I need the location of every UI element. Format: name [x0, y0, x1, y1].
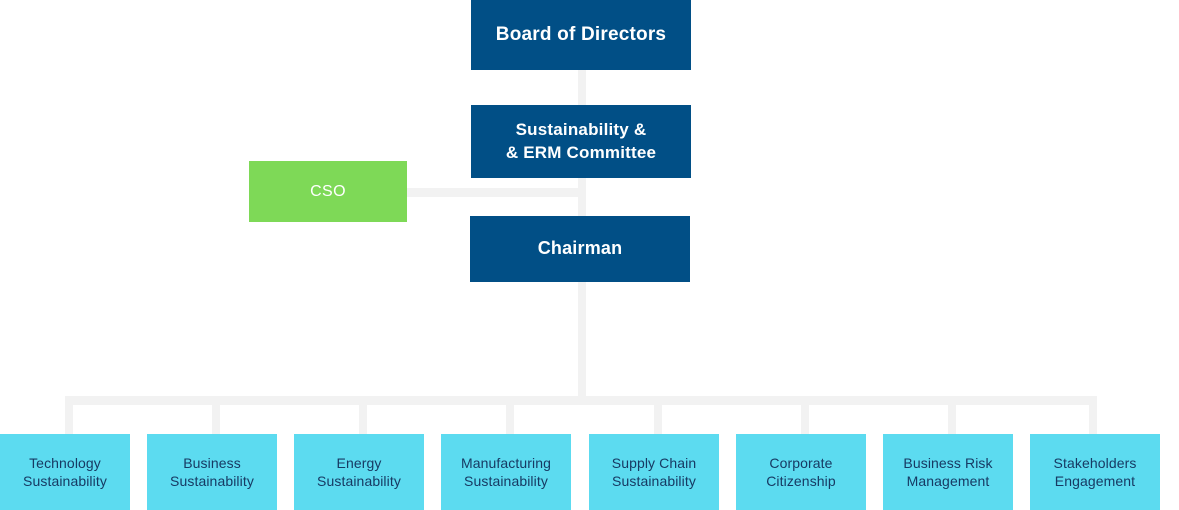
node-leaf-supply-chain-sustainability[interactable]: Supply Chain Sustainability: [589, 434, 719, 510]
node-chairman[interactable]: Chairman: [470, 216, 690, 282]
node-leaf-stakeholders-engagement[interactable]: Stakeholders Engagement: [1030, 434, 1160, 510]
connector-drop-6: [801, 396, 809, 434]
node-cso[interactable]: CSO: [249, 161, 407, 222]
node-leaf-manufacturing-sustainability[interactable]: Manufacturing Sustainability: [441, 434, 571, 510]
node-leaf-technology-sustainability[interactable]: Technology Sustainability: [0, 434, 130, 510]
connector-drop-4: [506, 396, 514, 434]
connector-committee-to-chairman: [578, 174, 586, 222]
connector-drop-1: [65, 396, 73, 434]
connector-cso-to-trunk: [405, 188, 586, 197]
node-leaf-corporate-citizenship[interactable]: Corporate Citizenship: [736, 434, 866, 510]
distribution-bus: [65, 396, 1097, 405]
node-board-of-directors[interactable]: Board of Directors: [471, 0, 691, 70]
connector-drop-8: [1089, 396, 1097, 434]
node-leaf-energy-sustainability[interactable]: Energy Sustainability: [294, 434, 424, 510]
node-leaf-business-risk-management[interactable]: Business Risk Management: [883, 434, 1013, 510]
node-leaf-business-sustainability[interactable]: Business Sustainability: [147, 434, 277, 510]
connector-board-to-committee: [578, 66, 586, 110]
connector-drop-7: [948, 396, 956, 434]
connector-chairman-to-bus: [578, 278, 586, 400]
connector-drop-3: [359, 396, 367, 434]
connector-drop-5: [654, 396, 662, 434]
connector-drop-2: [212, 396, 220, 434]
node-sustainability-erm-committee[interactable]: Sustainability & & ERM Committee: [471, 105, 691, 178]
